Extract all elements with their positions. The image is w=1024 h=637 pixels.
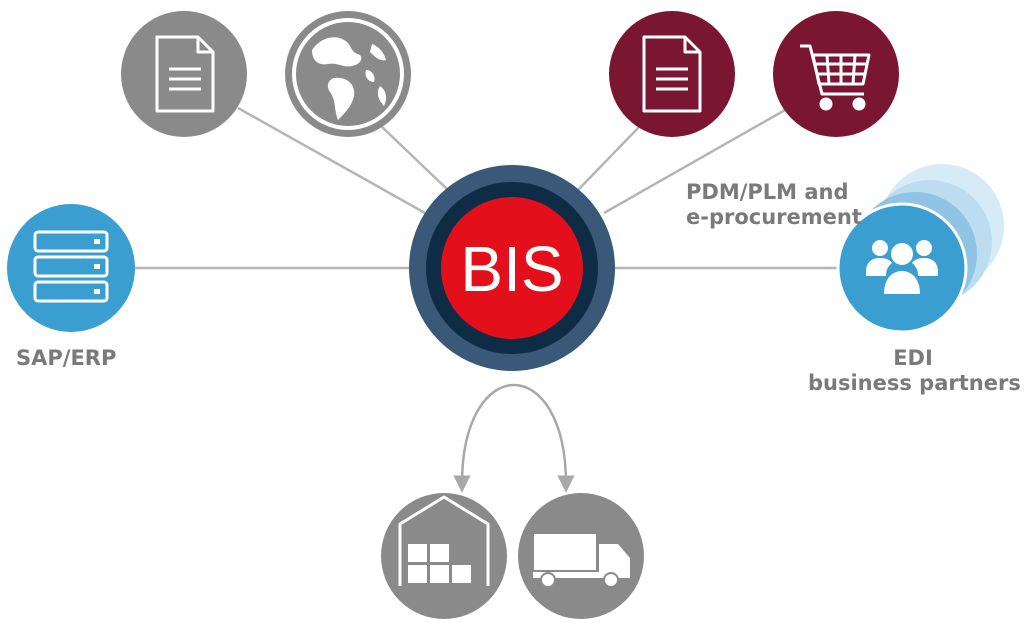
shopping-cart-node: [773, 11, 899, 137]
pdm-plm-label-line2: e-procurement: [686, 205, 862, 229]
document-icon: [642, 35, 702, 113]
document-gray-node: [121, 11, 247, 137]
connector-cart: [603, 108, 786, 215]
edi-label-line2: business partners: [808, 371, 1021, 395]
globe-icon: [292, 18, 404, 130]
people-icon: [866, 240, 938, 294]
globe-node: [285, 11, 411, 137]
connector-lines: [135, 106, 850, 270]
sap-erp-label: SAP/ERP: [16, 346, 116, 371]
document-maroon-node: [609, 11, 735, 137]
pdm-plm-label: PDM/PLM and e-procurement: [686, 180, 862, 230]
warehouse-node: [381, 493, 507, 619]
shopping-cart-icon: [800, 44, 871, 111]
edi-label-line1: EDI: [893, 346, 933, 370]
bis-label: BIS: [460, 233, 563, 305]
edi-partners-node: [836, 164, 1004, 334]
truck-icon: [533, 534, 630, 588]
document-icon: [155, 35, 215, 113]
truck-node: [518, 493, 644, 619]
sap-erp-node: [7, 204, 135, 332]
connector-globe: [381, 126, 449, 191]
connector-document-maroon: [577, 125, 641, 191]
connector-document-gray: [237, 106, 426, 215]
bis-hub-core: [441, 197, 583, 339]
sap-erp-label-text: SAP/ERP: [16, 346, 117, 370]
edi-partners-label: EDI business partners: [808, 346, 1021, 396]
warehouse-icon: [398, 495, 490, 586]
logistics-arrow: [453, 383, 575, 493]
pdm-plm-label-line1: PDM/PLM and: [686, 180, 849, 204]
server-icon: [33, 230, 109, 303]
bis-hub: BIS: [409, 165, 615, 371]
